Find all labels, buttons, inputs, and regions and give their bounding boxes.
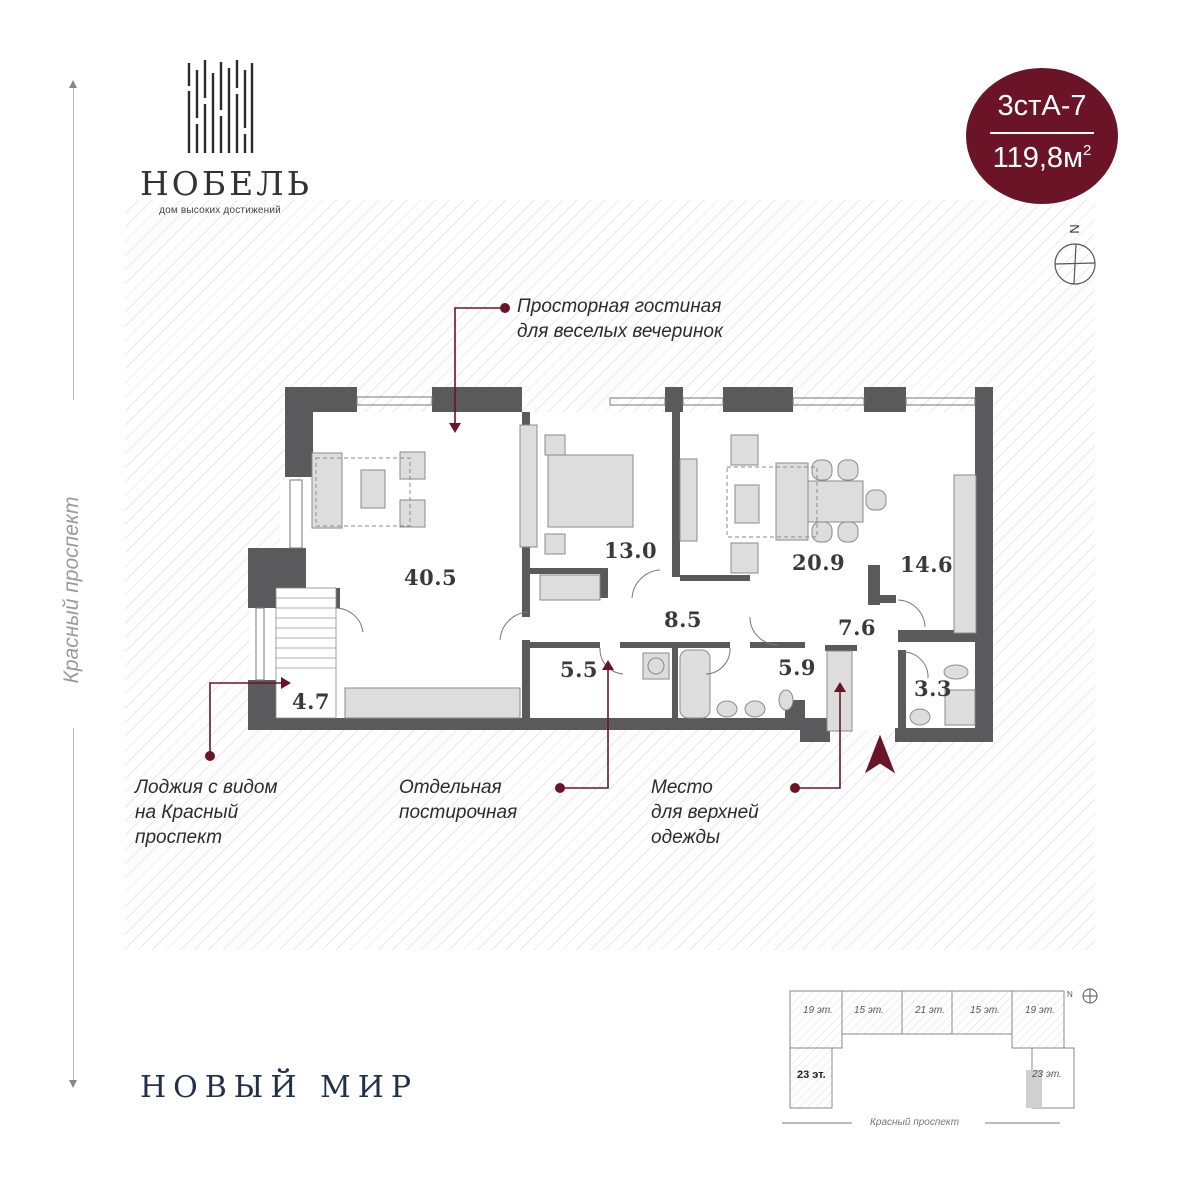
key-plan-north-label: N xyxy=(1067,990,1073,999)
brand-tagline: дом высоких достижений xyxy=(159,205,281,216)
brand-logo: НОБЕЛЬ дом высоких достижений xyxy=(140,58,312,216)
street-direction-line-top xyxy=(73,85,74,400)
logo-mark-icon xyxy=(187,60,254,153)
key-plan-section: 19 эт. xyxy=(1025,1005,1055,1016)
street-direction-line-bottom xyxy=(73,728,74,1083)
apartment-code: 3стА-7 xyxy=(997,90,1087,122)
room-area-living: 40.5 xyxy=(404,565,458,590)
key-plan-section: 15 эт. xyxy=(970,1005,1000,1016)
compass-icon: N xyxy=(1054,224,1096,285)
room-area-bathroom: 5.9 xyxy=(778,655,817,680)
callout-wardrobe: Место для верхней одежды xyxy=(651,777,759,848)
svg-text:N: N xyxy=(1067,224,1082,233)
key-plan-section: 19 эт. xyxy=(803,1005,833,1016)
key-plan-section-current: 23 эт. xyxy=(797,1069,826,1081)
key-plan-street-label: Красный проспект xyxy=(870,1117,960,1128)
badge-divider xyxy=(990,132,1094,134)
callout-living: Просторная гостиная для веселых вечерино… xyxy=(517,296,723,342)
arrow-down-icon xyxy=(69,1080,77,1088)
room-area-loggia: 4.7 xyxy=(292,689,331,714)
area-value: 119,8 xyxy=(992,142,1064,174)
callout-loggia: Лоджия с видом на Красный проспект xyxy=(135,777,278,848)
room-area-living-dining: 20.9 xyxy=(792,550,846,575)
room-area-laundry: 5.5 xyxy=(560,657,599,682)
apartment-area: 119,8м2 xyxy=(966,142,1118,175)
arrow-up-icon xyxy=(69,80,77,88)
room-area-hall: 7.6 xyxy=(838,615,877,640)
room-area-kitchen: 14.6 xyxy=(900,552,954,577)
project-title: НОВЫЙ МИР xyxy=(140,1070,419,1105)
callout-laundry: Отдельная постирочная xyxy=(399,777,518,823)
key-plan-section: 21 эт. xyxy=(915,1005,945,1016)
entrance-arrow-icon xyxy=(864,734,896,774)
apartment-badge: 3стА-7 119,8м2 xyxy=(966,68,1118,204)
room-area-wc: 3.3 xyxy=(914,676,953,701)
brand-name: НОБЕЛЬ xyxy=(140,164,312,203)
area-unit-sup: 2 xyxy=(1083,142,1092,159)
key-plan: 19 эт. 15 эт. 21 эт. 15 эт. 19 эт. 23 эт… xyxy=(770,975,1120,1135)
key-plan-section: 23 эт. xyxy=(1032,1069,1062,1080)
room-area-bedroom: 13.0 xyxy=(604,538,658,563)
compass: N xyxy=(1052,220,1098,290)
area-unit: м xyxy=(1063,142,1083,174)
key-plan-section: 15 эт. xyxy=(854,1005,884,1016)
room-area-corridor: 8.5 xyxy=(664,607,703,632)
